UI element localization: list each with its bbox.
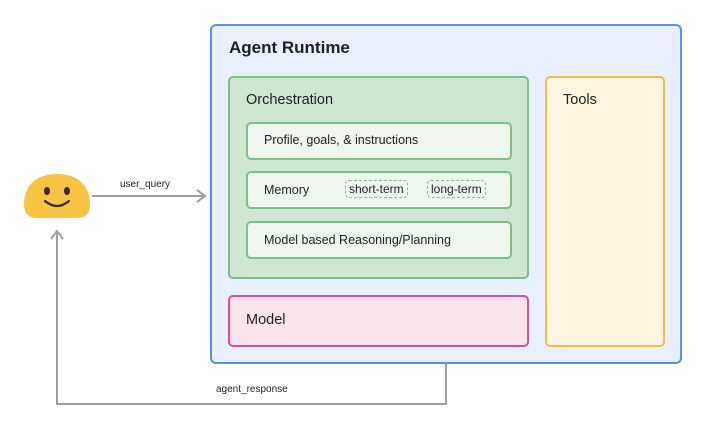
memory-label: Memory: [264, 183, 310, 197]
smiley-face-icon: [24, 174, 90, 218]
agent-runtime-title: Agent Runtime: [229, 38, 350, 57]
reasoning-box: [246, 221, 512, 259]
model-label: Model: [246, 312, 286, 328]
long-term-tag: long-term: [427, 180, 486, 198]
orchestration-title: Orchestration: [246, 92, 334, 108]
agent-response-arrow: [50, 229, 447, 405]
user-query-label: user_query: [120, 179, 171, 190]
model-box: [228, 295, 529, 347]
agent-response-label: agent_response: [216, 384, 288, 395]
profile-label: Profile, goals, & instructions: [264, 133, 419, 147]
reasoning-label: Model based Reasoning/Planning: [264, 233, 451, 247]
profile-box: [246, 122, 512, 160]
short-term-tag: short-term: [345, 180, 408, 198]
tools-box: [545, 76, 665, 347]
user-query-arrow: [92, 189, 207, 203]
tools-label: Tools: [563, 92, 597, 108]
